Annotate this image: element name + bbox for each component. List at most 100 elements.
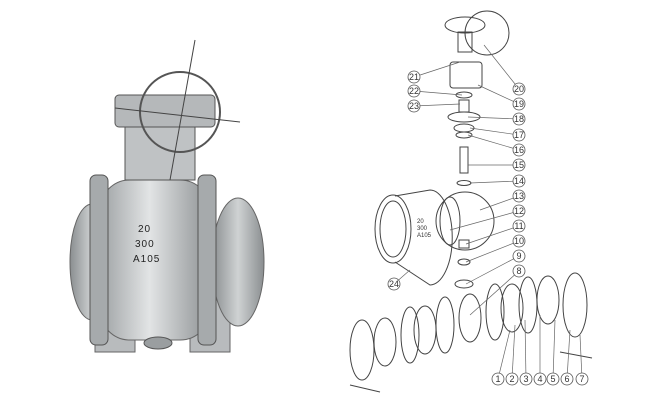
end-closures (349, 272, 593, 393)
body-marking-line: 20 (138, 224, 151, 235)
leader-line (465, 225, 520, 245)
leader-line (497, 329, 511, 380)
callout-13: 13 (479, 189, 526, 211)
callout-15: 15 (468, 158, 526, 172)
callout-circle (512, 204, 526, 218)
callout-label: 1 (495, 374, 500, 384)
seat-rings (373, 275, 560, 367)
callout-label: 12 (514, 206, 524, 216)
seat-ring (413, 305, 437, 355)
callout-circle (512, 264, 526, 278)
callout-label: 21 (409, 72, 419, 82)
callout-label: 11 (514, 221, 523, 231)
bonnet (124, 124, 196, 181)
leader-line (413, 90, 463, 96)
left-body-flange (89, 174, 109, 346)
callout-circle (512, 249, 526, 263)
callout-1: 1 (491, 329, 511, 386)
callout-label: 13 (514, 191, 524, 201)
leader-line (467, 116, 520, 120)
leader-line (467, 134, 520, 151)
exploded-body-marking: 20 (417, 219, 424, 225)
handwheel (139, 71, 221, 153)
leader-line (566, 329, 571, 380)
callout-24: 24 (387, 269, 411, 291)
right-body-flange (197, 174, 217, 346)
callout-label: 9 (516, 251, 521, 261)
callout-circle (387, 277, 401, 291)
callout-label: 24 (389, 279, 399, 289)
callout-label: 2 (509, 374, 514, 384)
seat-ring (500, 283, 524, 333)
callout-label: 7 (579, 374, 584, 384)
callout-21: 21 (407, 61, 461, 84)
callout-circle (505, 372, 519, 386)
seat-ring (518, 276, 538, 334)
assembled-valve: 20 300 A105 (69, 39, 265, 353)
callout-circle (512, 143, 526, 157)
leader-line (449, 210, 520, 231)
callout-circle (512, 219, 526, 233)
callout-14: 14 (469, 174, 526, 188)
seat-ring (485, 283, 505, 341)
callout-label: 3 (523, 374, 528, 384)
actuator-top (444, 10, 510, 186)
callout-label: 16 (514, 145, 524, 155)
callout-19: 19 (477, 84, 526, 111)
callout-circle (519, 372, 533, 386)
seat-ring (400, 306, 420, 364)
callout-circle (491, 372, 505, 386)
callout-circle (560, 372, 574, 386)
leader-line (413, 103, 461, 107)
callout-circle (512, 234, 526, 248)
seat-ring (373, 317, 397, 367)
leader-line (477, 84, 520, 105)
body-shell: 20 300 A105 (374, 189, 453, 286)
callout-circle (512, 128, 526, 142)
seat-ring (435, 296, 455, 354)
leader-line (511, 324, 516, 380)
exploded-body-marking: 300 (417, 226, 428, 232)
leader-line (413, 61, 461, 78)
callout-label: 4 (537, 374, 542, 384)
callout-circle (575, 372, 589, 386)
leader-line (469, 270, 520, 316)
callout-22: 22 (407, 84, 463, 98)
callout-circle (512, 174, 526, 188)
callout-label: 23 (409, 101, 419, 111)
callout-circle (533, 372, 547, 386)
body-marking-line: A105 (133, 254, 160, 265)
callout-circle (512, 189, 526, 203)
callout-label: 5 (550, 374, 555, 384)
callout-label: 20 (514, 84, 524, 94)
callout-circle (407, 84, 421, 98)
callout-6: 6 (560, 329, 574, 386)
callout-circle (407, 70, 421, 84)
callout-label: 17 (514, 130, 524, 140)
callout-label: 19 (514, 99, 524, 109)
seat-ring (458, 293, 482, 343)
callout-label: 10 (514, 236, 524, 246)
callout-10: 10 (465, 234, 526, 263)
callout-circle (407, 99, 421, 113)
leader-line (579, 334, 583, 380)
callout-label: 18 (514, 114, 524, 124)
callout-7: 7 (575, 334, 589, 386)
callout-12: 12 (449, 204, 526, 231)
leader-line (465, 240, 520, 263)
gearbox (114, 94, 216, 128)
exploded-body-marking: A105 (417, 233, 432, 239)
callout-label: 8 (516, 266, 521, 276)
callout-label: 14 (514, 176, 524, 186)
callout-3: 3 (519, 319, 533, 386)
callout-4: 4 (533, 315, 547, 386)
callout-5: 5 (546, 319, 560, 386)
callout-circle (512, 97, 526, 111)
right-end-flange (211, 197, 265, 327)
callout-16: 16 (467, 134, 526, 157)
callout-17: 17 (469, 127, 526, 142)
